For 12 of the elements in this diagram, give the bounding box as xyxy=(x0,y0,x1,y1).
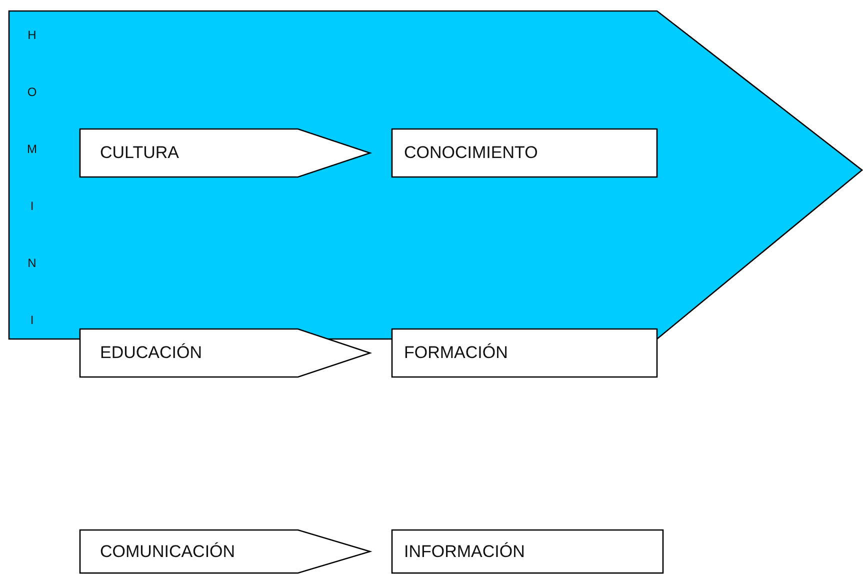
arrow-shape xyxy=(79,328,372,378)
node-label: CULTURA xyxy=(100,143,180,163)
node-label: CONOCIMIENTO xyxy=(404,143,538,163)
text-box xyxy=(391,328,658,378)
node-label: COMUNICACIÓN xyxy=(100,542,236,562)
vertical-label: HOMINI xyxy=(30,27,34,329)
arrow-shape xyxy=(79,529,372,574)
node-label: FORMACIÓN xyxy=(404,343,508,363)
node-label: EDUCACIÓN xyxy=(100,343,202,363)
text-box xyxy=(391,529,664,574)
text-box xyxy=(391,128,658,178)
node-label: INFORMACIÓN xyxy=(404,542,525,562)
